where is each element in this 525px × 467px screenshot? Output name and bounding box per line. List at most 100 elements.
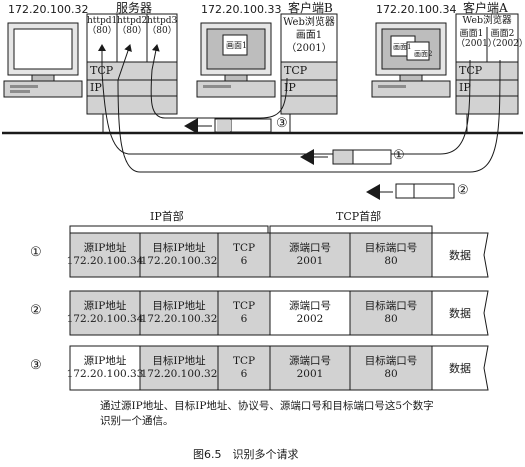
client-a-tcp-layer: TCP <box>459 64 483 77</box>
flow-2-label: ② <box>457 183 469 198</box>
client-a-window-1: 画面1 （2001） <box>456 29 497 49</box>
client-a-screen-window-2-label: 画面2 <box>414 50 433 58</box>
src-port-label: 源端口号 <box>289 355 331 367</box>
dst-ip-value: 172.20.100.32 <box>140 255 218 267</box>
src-ip-value: 172.20.100.34 <box>66 255 144 267</box>
client-a-window-2: 画面2 （2002） <box>487 29 525 49</box>
httpd3-process: httpd3 （80） <box>147 16 177 36</box>
table-braces <box>69 225 433 233</box>
protocol-value: 6 <box>240 368 248 380</box>
note-line-2: 识别一个通信。 <box>100 415 174 427</box>
dst-port-value: 80 <box>384 368 398 380</box>
packet-3-icon <box>184 118 272 134</box>
httpd3-port: （80） <box>147 26 177 36</box>
client-b-tcp-layer: TCP <box>284 64 308 77</box>
protocol-value: 6 <box>240 255 248 267</box>
httpd1-name: httpd1 <box>87 16 118 26</box>
dst-ip-value: 172.20.100.32 <box>140 313 218 325</box>
dst-port-value: 80 <box>384 313 398 325</box>
row-1-data: 数据 <box>449 248 471 262</box>
row-1-number: ① <box>30 245 42 260</box>
dst-ip-value: 172.20.100.32 <box>140 368 218 380</box>
protocol-label: TCP <box>232 355 256 367</box>
tcp-header-label: TCP首部 <box>336 210 382 223</box>
client-a-role-label: 客户端A <box>463 1 508 15</box>
server-tcp-layer: TCP <box>90 64 114 77</box>
client-b-browser: Web浏览器 画面1 （2001） <box>281 16 337 55</box>
client-a-window-2-name: 画面2 <box>490 29 515 39</box>
explanation-note: 通过源IP地址、目标IP地址、协议号、源端口号和目标端口号这5个数字 识别一个通… <box>100 399 434 429</box>
client-a-computer-icon <box>371 22 451 98</box>
src-port-value: 2001 <box>296 255 324 267</box>
note-line-1: 通过源IP地址、目标IP地址、协议号、源端口号和目标端口号这5个数字 <box>100 400 434 412</box>
flow-1-label: ① <box>393 148 405 163</box>
client-b-role-label: 客户端B <box>288 1 333 15</box>
dst-port-label: 目标端口号 <box>364 355 418 367</box>
row-2-data: 数据 <box>449 306 471 320</box>
row-2-number: ② <box>30 303 42 318</box>
client-a-ip-layer: IP <box>459 81 471 94</box>
client-b-stack <box>280 13 338 133</box>
protocol-label: TCP <box>232 300 256 312</box>
client-b-computer-icon <box>196 22 276 98</box>
flow-paths <box>98 44 501 173</box>
protocol-value: 6 <box>240 313 248 325</box>
httpd1-port: （80） <box>87 26 117 36</box>
httpd2-port: （80） <box>117 26 147 36</box>
dst-ip-label: 目标IP地址 <box>152 300 206 312</box>
client-a-screen-window-1-label: 画面1 <box>393 43 412 51</box>
client-a-ip-label: 172.20.100.34 <box>376 3 457 16</box>
src-ip-value: 172.20.100.34 <box>66 313 144 325</box>
server-role-label: 服务器 <box>116 1 153 15</box>
dst-port-value: 80 <box>384 255 398 267</box>
httpd1-process: httpd1 （80） <box>87 16 117 36</box>
packet-1-icon <box>300 149 392 165</box>
src-port-value: 2002 <box>296 313 324 325</box>
client-a-stack <box>455 13 519 133</box>
client-b-ip-layer: IP <box>284 81 296 94</box>
dst-port-label: 目标端口号 <box>364 300 418 312</box>
client-a-window-2-port: （2002） <box>487 39 525 49</box>
httpd2-process: httpd2 （80） <box>117 16 147 36</box>
client-b-ip-label: 172.20.100.33 <box>201 3 282 16</box>
client-b-app-name: Web浏览器 <box>283 17 335 28</box>
src-port-label: 源端口号 <box>289 300 331 312</box>
src-ip-label: 源IP地址 <box>83 355 127 367</box>
row-3-data: 数据 <box>449 361 471 375</box>
ip-header-label: IP首部 <box>150 210 184 223</box>
httpd3-name: httpd3 <box>147 16 178 26</box>
server-computer-icon <box>3 22 83 98</box>
flow-3-label: ③ <box>276 116 288 131</box>
src-ip-label: 源IP地址 <box>83 242 127 254</box>
client-a-window-1-name: 画面1 <box>459 29 484 39</box>
server-ip-label: 172.20.100.32 <box>8 3 89 16</box>
protocol-label: TCP <box>232 242 256 254</box>
src-port-label: 源端口号 <box>289 242 331 254</box>
src-ip-label: 源IP地址 <box>83 300 127 312</box>
dst-ip-label: 目标IP地址 <box>152 355 206 367</box>
src-port-value: 2001 <box>296 368 324 380</box>
table-grid <box>69 232 489 391</box>
client-a-window-1-port: （2001） <box>456 39 497 49</box>
row-3-number: ③ <box>30 358 42 373</box>
client-b-window-name: 画面1 <box>295 30 323 41</box>
dst-port-label: 目标端口号 <box>364 242 418 254</box>
client-a-browser-app: Web浏览器 <box>462 15 512 26</box>
client-b-screen-window-label: 画面1 <box>226 41 248 50</box>
